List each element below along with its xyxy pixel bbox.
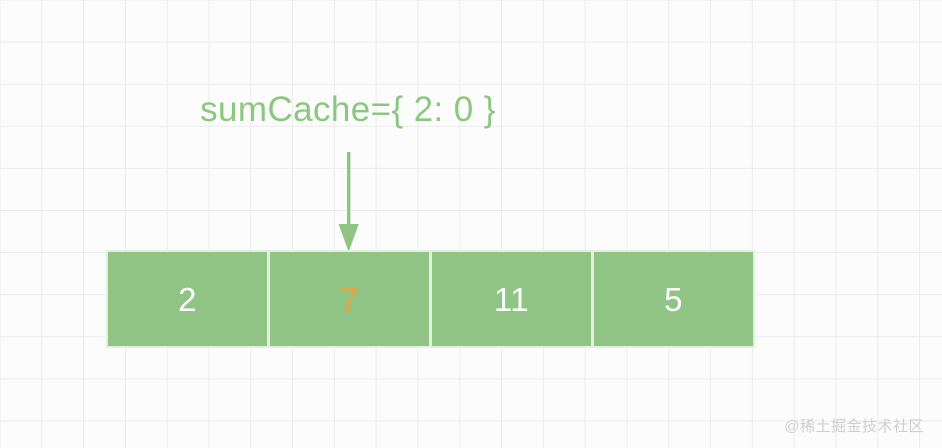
array-cell[interactable]: 2 (108, 252, 267, 346)
watermark: @稀土掘金技术社区 (784, 418, 924, 435)
array-cell-value: 7 (340, 280, 359, 318)
sum-cache-label: sumCache={ 2: 0 } (200, 90, 496, 129)
down-arrow-icon (332, 152, 366, 254)
array-cell[interactable]: 7 (270, 252, 429, 346)
array-cell[interactable]: 11 (432, 252, 591, 346)
array-cell-value: 2 (178, 280, 197, 318)
array-cell[interactable]: 5 (594, 252, 753, 346)
array-container: 2 7 11 5 (108, 252, 753, 346)
array-cell-value: 11 (493, 280, 530, 318)
array-cell-value: 5 (664, 280, 683, 318)
